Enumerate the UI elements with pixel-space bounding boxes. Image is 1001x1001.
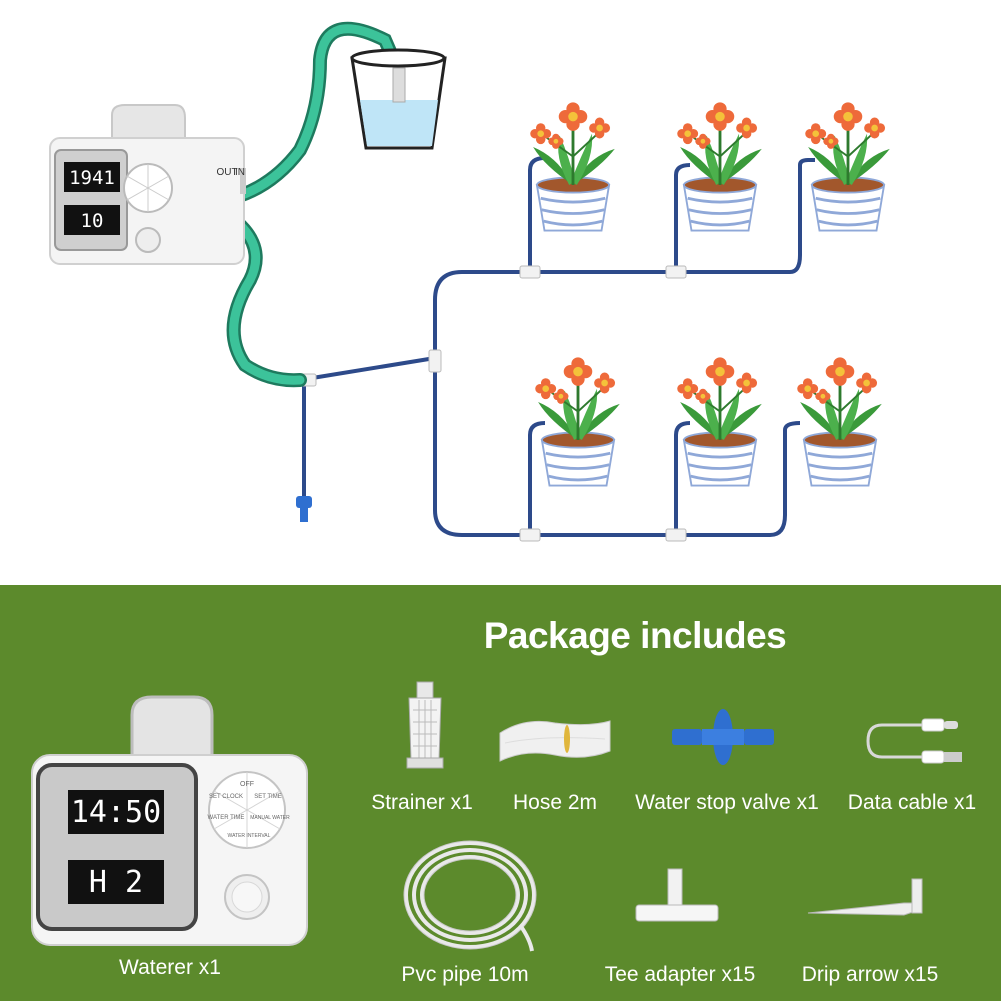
waterer-device-top [49, 104, 246, 265]
tee-adapter-icon [635, 868, 719, 922]
data-cable-icon [866, 718, 962, 764]
irrigation-diagram: 1941 10 OUT IN [49, 21, 892, 542]
strainer-icon [406, 681, 444, 769]
caption-strainer: Strainer x1 [371, 791, 473, 814]
plant-pot-3 [803, 100, 892, 233]
caption-drip: Drip arrow x15 [801, 963, 939, 986]
package-title: Package includes [483, 615, 787, 656]
water-cup [350, 48, 447, 150]
device-bottom-time: 14:50 [71, 795, 161, 830]
plant-pot-1 [528, 100, 617, 233]
dial-label-water-time: WATER TIME [208, 815, 245, 821]
drip-arrow-icon [807, 878, 923, 916]
dial-label-set-clock: SET CLOCK [209, 794, 243, 800]
device-bottom-mode: H 2 [89, 865, 143, 900]
package-panel: Package includes OFF SET TIME MANUAL WAT… [0, 585, 1001, 1001]
hose-icon [499, 720, 611, 762]
caption-valve: Water stop valve x1 [635, 791, 819, 814]
caption-cable: Data cable x1 [847, 791, 977, 814]
dial-label-manual-water: MANUAL WATER [250, 815, 290, 821]
valve-icon [296, 496, 312, 522]
device-top-number: 10 [81, 210, 104, 232]
waterer-device-image: OFF SET TIME MANUAL WATER WATER INTERVAL… [31, 695, 308, 946]
caption-pvc: Pvc pipe 10m [401, 963, 529, 986]
plant-pot-4 [533, 355, 622, 488]
blue-pipe-network [299, 156, 815, 537]
caption-tee: Tee adapter x15 [604, 963, 756, 986]
plant-pot-6 [795, 355, 884, 488]
port-out-label: OUT [216, 167, 237, 178]
pvc-pipe-icon [403, 840, 537, 952]
device-top-time: 1941 [69, 167, 115, 189]
port-in-label: IN [235, 167, 245, 178]
diagram-canvas: 1941 10 OUT IN [49, 21, 892, 542]
water-stop-valve-icon [672, 709, 774, 765]
caption-hose: Hose 2m [512, 791, 598, 814]
dial-label-water-interval: WATER INTERVAL [228, 833, 271, 839]
dial-label-off: OFF [240, 781, 254, 788]
dial-label-set-time: SET TIME [254, 794, 281, 800]
caption-waterer: Waterer x1 [119, 956, 221, 979]
tee-connectors [291, 265, 687, 542]
